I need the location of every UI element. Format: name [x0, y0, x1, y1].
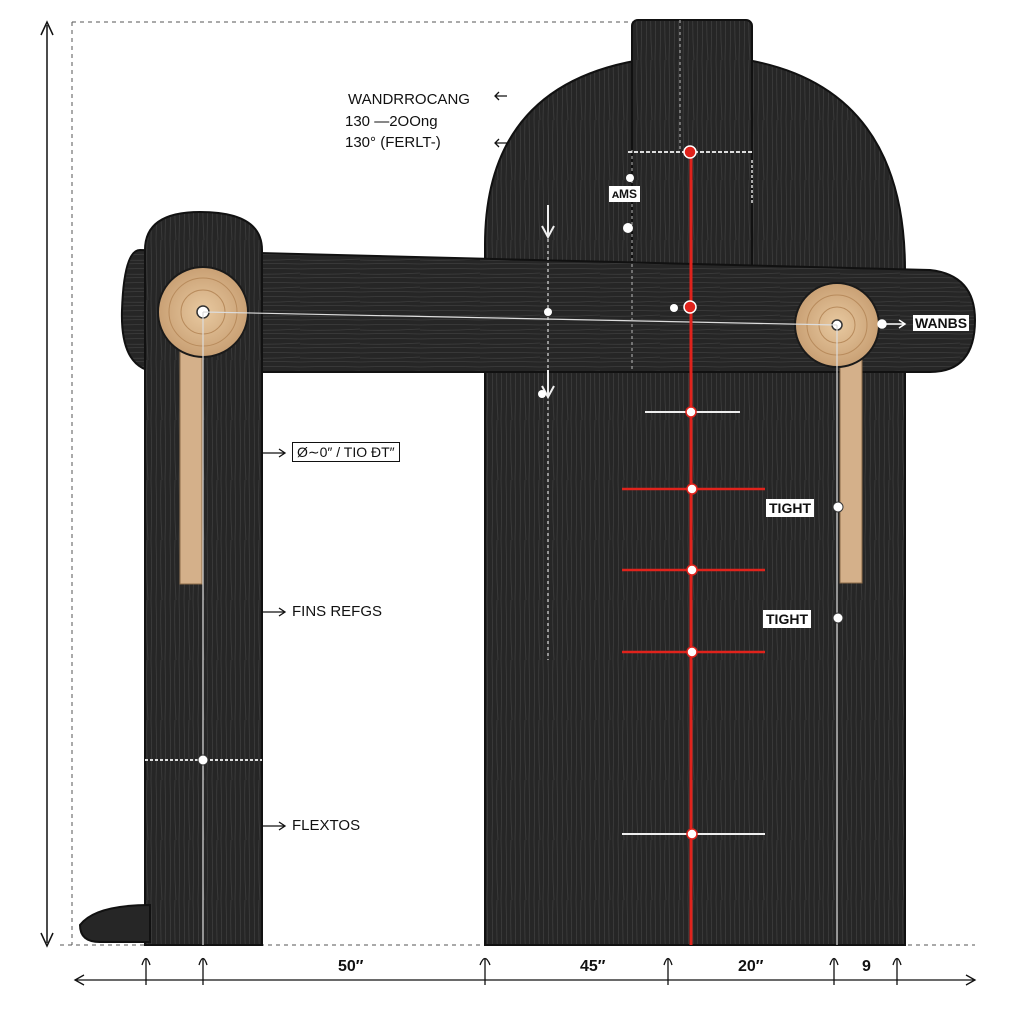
flex-label: FLEXTOS — [292, 817, 361, 834]
dimension-45: 45″ — [580, 958, 606, 975]
top-annotation-line-1: WANDRROCANG — [348, 91, 470, 108]
leader-arrows — [262, 91, 507, 831]
top-annotation-line-2: 130 —2OOng — [345, 113, 438, 130]
side-tag: WANBS — [913, 315, 970, 331]
dimension-9: 9 — [862, 958, 871, 975]
tight-node-2 — [832, 612, 844, 624]
tight-node-1 — [832, 501, 844, 513]
vertical-tag: ᴀMS — [609, 186, 641, 202]
angle-readout-box: Ø∼0″ / TIO ĐT″ — [292, 442, 400, 462]
left-band-node — [197, 754, 209, 766]
tight-label-1: TIGHT — [766, 499, 814, 517]
measure-tick-3 — [622, 564, 765, 576]
height-dimension-arrow — [40, 20, 54, 948]
top-annotation-line-3: 130° (FERLT-) — [345, 134, 441, 151]
left-foot — [78, 903, 151, 943]
right-leader-arrow — [877, 319, 907, 329]
tight-label-2: TIGHT — [763, 610, 811, 628]
measure-tick-2 — [622, 483, 765, 495]
mid-arrows — [538, 174, 678, 400]
measure-tick-1 — [645, 406, 740, 418]
measure-tick-5 — [622, 828, 765, 840]
bottom-dimension-line — [73, 957, 977, 986]
red-beam-node — [683, 300, 697, 314]
dimension-20: 20″ — [738, 958, 764, 975]
red-top-node — [683, 145, 697, 159]
fins-label: FINS REFGS — [292, 603, 383, 620]
guide-line-horizontal — [202, 311, 838, 326]
dimension-50: 50″ — [338, 958, 364, 975]
measure-tick-4 — [622, 646, 765, 658]
